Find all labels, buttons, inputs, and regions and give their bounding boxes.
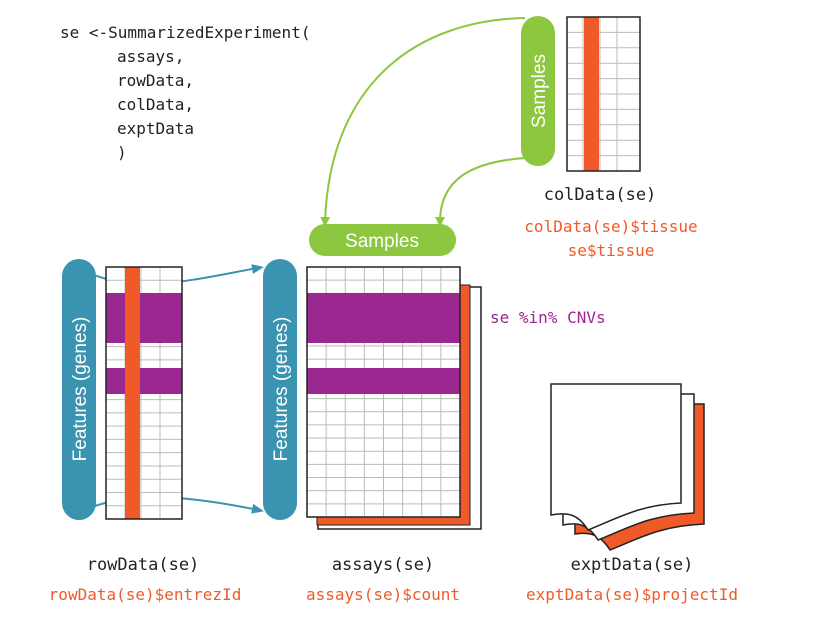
exptdata-sheet-front xyxy=(550,383,682,531)
assays-highlight-row-2 xyxy=(307,368,460,394)
subset-expression: se %in% CNVs xyxy=(490,308,606,327)
code-line-4: colData, xyxy=(117,95,194,114)
rowdata-accessor: rowData(se)$entrezId xyxy=(49,585,242,604)
features-middle-label: Features (genes) xyxy=(271,317,292,462)
assays-highlight-row-1 xyxy=(307,293,460,343)
assays-title: assays(se) xyxy=(332,555,434,575)
code-line-6: ) xyxy=(117,143,127,162)
rowdata-grid xyxy=(105,266,183,520)
samples-vertical-label: Samples xyxy=(529,54,550,128)
exptdata-title: exptData(se) xyxy=(571,555,694,575)
coldata-accessor-2: se$tissue xyxy=(568,241,655,260)
exptdata-accessor: exptData(se)$projectId xyxy=(526,585,738,604)
features-left-label: Features (genes) xyxy=(70,317,91,462)
samples-arrow-inner xyxy=(435,157,526,227)
assays-grid xyxy=(306,266,461,518)
rowdata-border xyxy=(105,266,183,520)
assays-accessor: assays(se)$count xyxy=(306,585,460,604)
code-block: se <-SummarizedExperiment( assays, rowDa… xyxy=(60,23,310,162)
exptdata-stack xyxy=(550,383,705,551)
coldata-highlight-column xyxy=(584,17,599,171)
features-pill-left: Features (genes) xyxy=(62,259,96,520)
assays-stack xyxy=(306,266,482,530)
coldata-title: colData(se) xyxy=(544,185,657,205)
coldata-accessor-1: colData(se)$tissue xyxy=(524,217,697,236)
rowdata-highlight-column xyxy=(125,267,140,519)
coldata-border xyxy=(566,16,641,172)
samples-pill-vertical: Samples xyxy=(521,16,555,166)
samples-arrow-outer xyxy=(320,17,526,227)
samples-horizontal-label: Samples xyxy=(345,231,419,252)
samples-pill-horizontal: Samples xyxy=(309,224,456,256)
code-line-3: rowData, xyxy=(117,71,194,90)
code-line-1: se <-SummarizedExperiment( xyxy=(60,23,310,42)
rowdata-title: rowData(se) xyxy=(87,555,200,575)
rowdata-highlight-row-2 xyxy=(106,368,182,394)
rowdata-highlight-row-1 xyxy=(106,293,182,343)
code-line-2: assays, xyxy=(117,47,184,66)
assays-border xyxy=(306,266,461,518)
coldata-grid xyxy=(566,16,641,172)
code-line-5: exptData xyxy=(117,119,194,138)
features-pill-middle: Features (genes) xyxy=(263,259,297,520)
